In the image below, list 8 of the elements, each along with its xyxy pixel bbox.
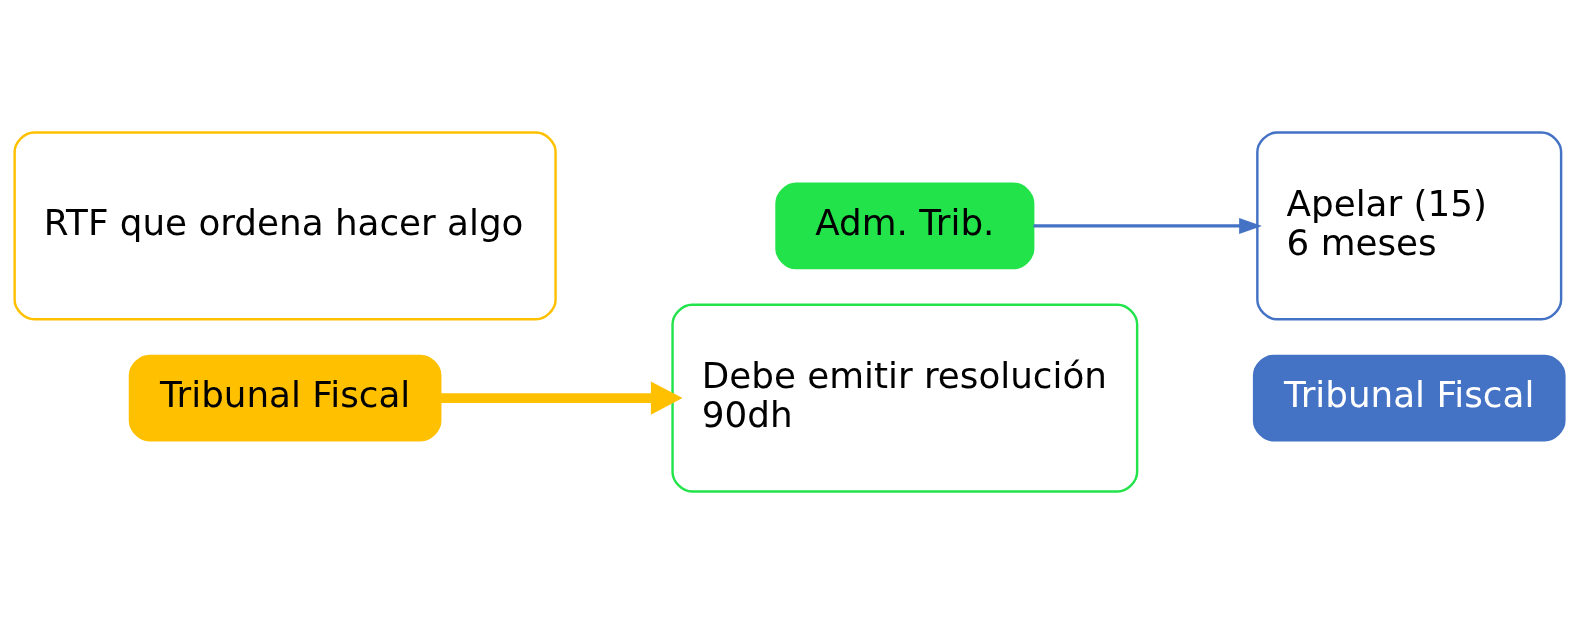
arrow — [1033, 217, 1262, 234]
node-box: Apelar (15) 6 meses — [1256, 131, 1563, 321]
node-box: Tribunal Fiscal — [128, 354, 442, 442]
arrow — [440, 381, 683, 415]
node-box: Debe emitir resolución 90dh — [671, 303, 1139, 493]
node-box: Adm. Trib. — [775, 182, 1035, 270]
node-box: Tribunal Fiscal — [1252, 354, 1566, 442]
node-box: RTF que ordena hacer algo — [13, 131, 557, 321]
